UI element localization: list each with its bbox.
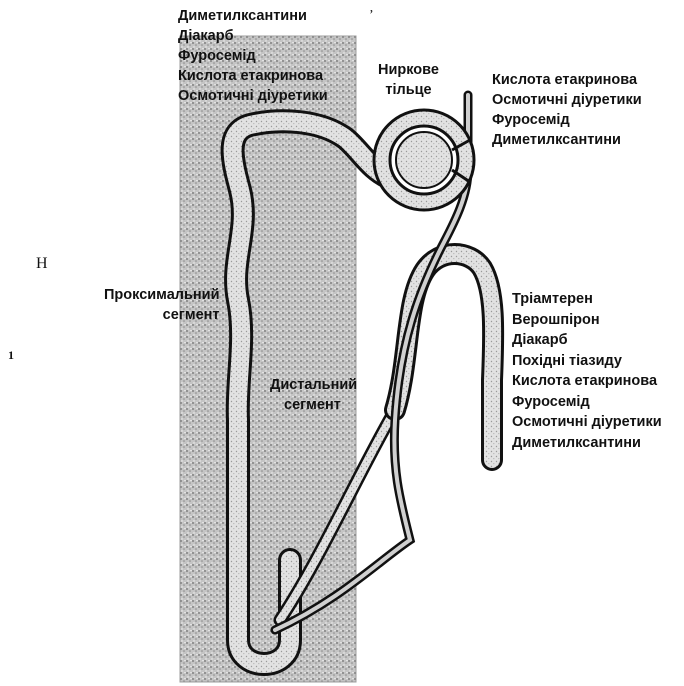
margin-mark-h: Н [36,255,48,273]
glomerulus-drug-2: Фуросемід [492,110,642,130]
distal-drug-0: Тріамтерен [512,289,662,310]
glomerulus-drug-1: Осмотичні діуретики [492,90,642,110]
distal-drug-6: Осмотичні діуретики [512,412,662,433]
glomerulus-drug-list: Кислота етакринова Осмотичні діуретики Ф… [492,70,642,150]
proximal-drug-3: Кислота етакринова [178,66,328,86]
margin-mark-one: 1 [8,348,14,363]
renal-corpuscle [374,110,474,210]
proximal-segment-label-0: Проксимальний [104,285,220,305]
proximal-drug-4: Осмотичні діуретики [178,86,328,106]
distal-drug-5: Фуросемід [512,392,662,413]
proximal-drug-0: Диметилксантини [178,6,328,26]
proximal-segment-label: Проксимальний сегмент [104,285,220,325]
renal-corpuscle-label: Ниркове тільце [378,60,439,100]
distal-drug-3: Похідні тіазиду [512,351,662,372]
distal-segment-label: Дистальний сегмент [270,375,357,415]
distal-tubule [395,254,493,460]
top-tick-mark: ʼ [369,8,374,24]
proximal-segment-label-1: сегмент [104,305,220,325]
distal-drug-1: Верошпірон [512,310,662,331]
renal-corpuscle-label-1: тільце [378,80,439,100]
distal-drug-list: Тріамтерен Верошпірон Діакарб Похідні ті… [512,289,662,453]
proximal-drug-list: Диметилксантини Діакарб Фуросемід Кислот… [178,6,328,106]
distal-drug-4: Кислота етакринова [512,371,662,392]
proximal-drug-2: Фуросемід [178,46,328,66]
glomerulus-drug-0: Кислота етакринова [492,70,642,90]
glomerulus-drug-3: Диметилксантини [492,130,642,150]
distal-segment-label-1: сегмент [270,395,357,415]
proximal-drug-1: Діакарб [178,26,328,46]
distal-drug-2: Діакарб [512,330,662,351]
renal-corpuscle-label-0: Ниркове [378,60,439,80]
distal-drug-7: Диметилксантини [512,433,662,454]
distal-segment-label-0: Дистальний [270,375,357,395]
